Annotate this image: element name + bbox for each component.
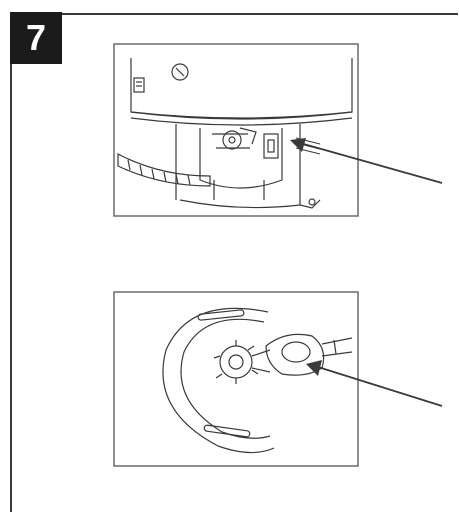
inner-housing-walls: [175, 124, 301, 205]
cylinder-rim-lower: [130, 117, 353, 126]
inner-stem: [213, 180, 265, 200]
bottom-figure: [113, 291, 359, 467]
clamp-ring-inner: [180, 318, 271, 439]
side-knob-icon: [133, 77, 145, 93]
ring-slot-top: [197, 309, 245, 321]
fitting-cap: [281, 341, 311, 363]
top-screw-icon: [171, 63, 189, 81]
top-pointer-arrow: [290, 138, 443, 184]
top-figure: [113, 43, 359, 217]
top-figure-box: [113, 43, 359, 217]
fitting-tube: [321, 337, 353, 357]
clamp-band-icon: [117, 153, 211, 187]
clamp-ring-outer: [162, 307, 275, 454]
step-frame: [10, 13, 458, 512]
step-number-badge: 7: [10, 12, 62, 64]
ring-slot-bottom: [203, 424, 251, 438]
housing-base-curve: [179, 199, 301, 209]
bottom-pointer-arrow: [306, 360, 443, 407]
cylinder-bottom-rim: [130, 111, 353, 119]
top-screw-slot: [175, 67, 185, 77]
gear-icon: [222, 130, 242, 150]
connector-lines: [251, 349, 271, 373]
inner-cup: [199, 128, 283, 189]
band-clip-icon: [263, 133, 279, 159]
mechanism-lines: [212, 133, 250, 149]
